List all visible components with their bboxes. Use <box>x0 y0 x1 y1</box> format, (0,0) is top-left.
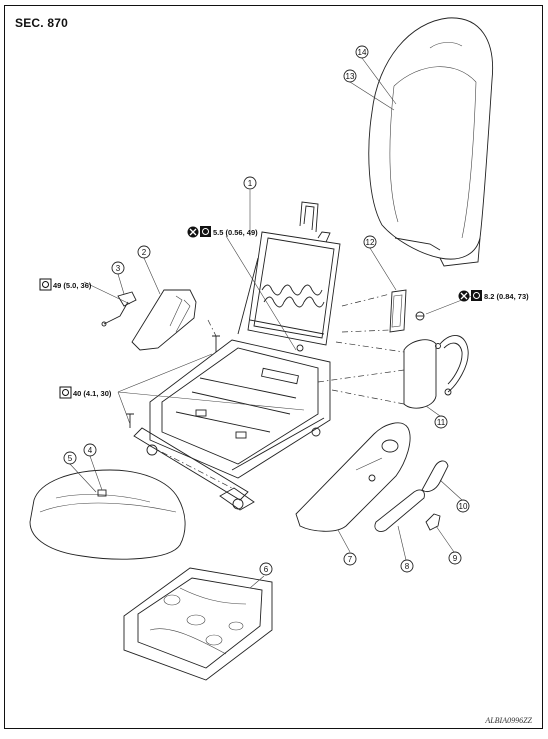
callout-11: 11 <box>434 415 448 429</box>
svg-text:9: 9 <box>453 554 458 563</box>
callout-14: 14 <box>355 45 369 59</box>
figure-code: ALBIA0996ZZ <box>485 716 532 725</box>
side-shield <box>403 335 469 409</box>
do-not-reuse-icon <box>458 290 470 302</box>
svg-text:4: 4 <box>88 446 93 455</box>
svg-text:7: 7 <box>348 555 353 564</box>
callout-7: 7 <box>343 552 357 566</box>
do-not-reuse-icon <box>187 226 199 238</box>
torque-label-1: 5.5 (0.56, 49) <box>187 226 258 238</box>
callout-12: 12 <box>363 235 377 249</box>
seat-cushion <box>29 469 186 560</box>
callout-5: 5 <box>63 451 77 465</box>
svg-text:1: 1 <box>248 179 253 188</box>
callout-13: 13 <box>343 69 357 83</box>
torque-wrench-icon <box>39 278 52 291</box>
svg-text:49 (5.0, 36): 49 (5.0, 36) <box>53 281 92 290</box>
torque-wrench-icon <box>200 226 211 237</box>
svg-text:5: 5 <box>68 454 73 463</box>
svg-text:8.2 (0.84, 73): 8.2 (0.84, 73) <box>484 292 529 301</box>
torque-wrench-icon <box>471 290 482 301</box>
svg-text:10: 10 <box>459 502 468 511</box>
svg-text:3: 3 <box>116 264 121 273</box>
seat-frame <box>133 201 341 511</box>
callout-4: 4 <box>83 443 97 457</box>
svg-text:11: 11 <box>437 418 446 427</box>
leader-lines <box>69 57 473 589</box>
svg-text:13: 13 <box>346 72 355 81</box>
seatback-trim <box>368 17 494 267</box>
callout-1: 1 <box>243 176 257 190</box>
callout-8: 8 <box>400 559 414 573</box>
svg-text:40 (4.1, 30): 40 (4.1, 30) <box>73 389 112 398</box>
callout-6: 6 <box>259 562 273 576</box>
section-label: SEC. 870 <box>15 16 68 30</box>
torque-label-4: 40 (4.1, 30) <box>59 386 112 399</box>
svg-text:6: 6 <box>264 565 269 574</box>
bolt-icon <box>126 413 134 428</box>
cushion-pad <box>123 567 273 681</box>
mounting-bracket <box>389 289 407 333</box>
seat-belt-buckle <box>101 289 197 351</box>
assembly-lines <box>149 293 405 489</box>
callout-9: 9 <box>448 551 462 565</box>
nut-icon <box>296 344 304 352</box>
callout-3: 3 <box>111 261 125 275</box>
svg-text:14: 14 <box>358 48 367 57</box>
torque-label-2: 8.2 (0.84, 73) <box>458 290 529 302</box>
lift-lever <box>421 460 449 493</box>
diagram-frame: SEC. 870 ALBIA0996ZZ <box>4 5 543 729</box>
clip <box>415 311 425 321</box>
svg-text:8: 8 <box>405 562 410 571</box>
knob <box>425 513 441 531</box>
svg-text:5.5 (0.56, 49): 5.5 (0.56, 49) <box>213 228 258 237</box>
svg-text:2: 2 <box>142 248 147 257</box>
callout-10: 10 <box>456 499 470 513</box>
recline-lever <box>374 489 425 533</box>
svg-text:12: 12 <box>366 238 375 247</box>
torque-label-3: 49 (5.0, 36) <box>39 278 92 291</box>
callout-2: 2 <box>137 245 151 259</box>
side-cover <box>295 422 411 532</box>
torque-wrench-icon <box>59 386 72 399</box>
